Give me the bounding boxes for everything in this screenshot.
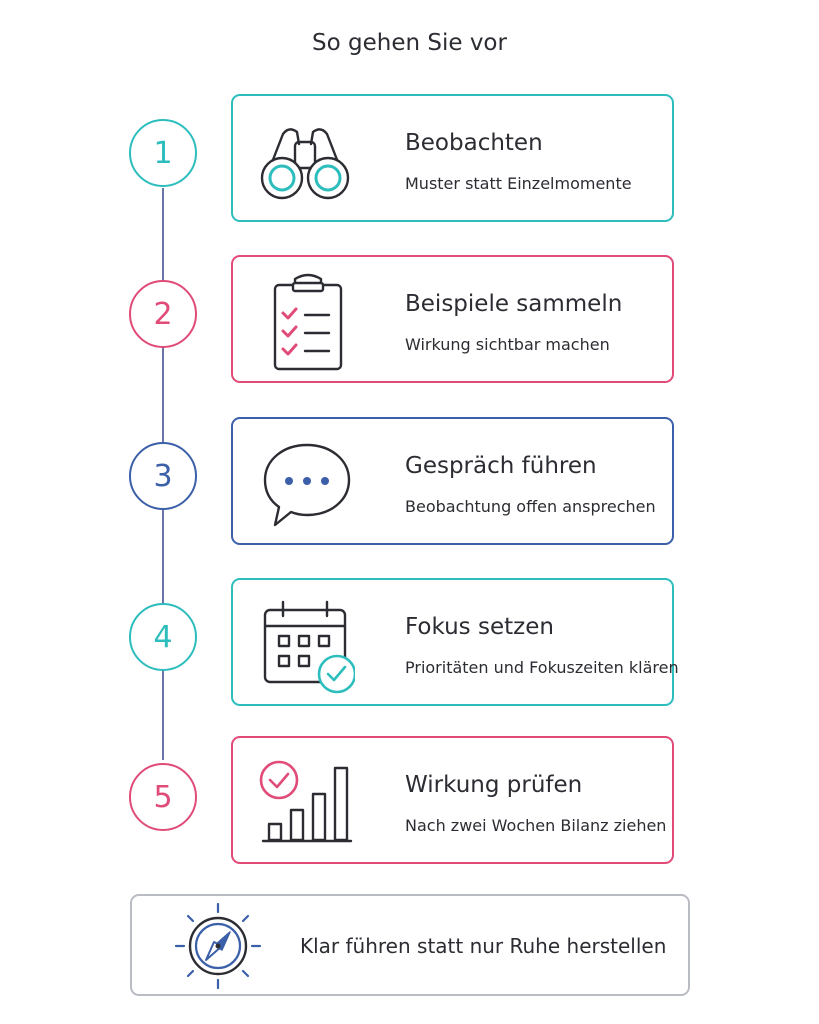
- speech-bubble-icon: [263, 443, 351, 527]
- step-card-4: Fokus setzen Prioritäten und Fokuszeiten…: [231, 578, 679, 706]
- step-card-2: Beispiele sammeln Wirkung sichtbar mache…: [231, 255, 674, 383]
- summary-text: Klar führen statt nur Ruhe herstellen: [300, 934, 667, 958]
- step-card-3: Gespräch führen Beobachtung offen anspre…: [231, 417, 674, 545]
- step-number-2: 2: [129, 280, 197, 348]
- step-number-1: 1: [129, 119, 197, 187]
- step-title-5: Wirkung prüfen: [405, 772, 583, 798]
- summary-box: Klar führen statt nur Ruhe herstellen: [130, 894, 690, 996]
- step-description-1: Muster statt Einzelmomente: [405, 174, 632, 193]
- step-description-3: Beobachtung offen ansprechen: [405, 497, 656, 516]
- step-description-5: Nach zwei Wochen Bilanz ziehen: [405, 816, 667, 835]
- bar-chart-check-icon: [259, 760, 353, 843]
- compass-icon: [174, 902, 262, 990]
- binoculars-icon: [260, 128, 350, 200]
- step-number-5: 5: [129, 763, 197, 831]
- calendar-check-icon: [263, 600, 355, 694]
- step-number-3: 3: [129, 442, 197, 510]
- step-title-2: Beispiele sammeln: [405, 291, 623, 317]
- step-card-5: Wirkung prüfen Nach zwei Wochen Bilanz z…: [231, 736, 674, 864]
- page-title: So gehen Sie vor: [312, 30, 507, 56]
- step-description-4: Prioritäten und Fokuszeiten klären: [405, 658, 679, 677]
- step-title-4: Fokus setzen: [405, 614, 554, 640]
- step-title-3: Gespräch führen: [405, 453, 597, 479]
- step-title-1: Beobachten: [405, 130, 543, 156]
- step-card-1: Beobachten Muster statt Einzelmomente: [231, 94, 674, 222]
- step-number-4: 4: [129, 603, 197, 671]
- clipboard-checklist-icon: [273, 273, 343, 371]
- step-description-2: Wirkung sichtbar machen: [405, 335, 610, 354]
